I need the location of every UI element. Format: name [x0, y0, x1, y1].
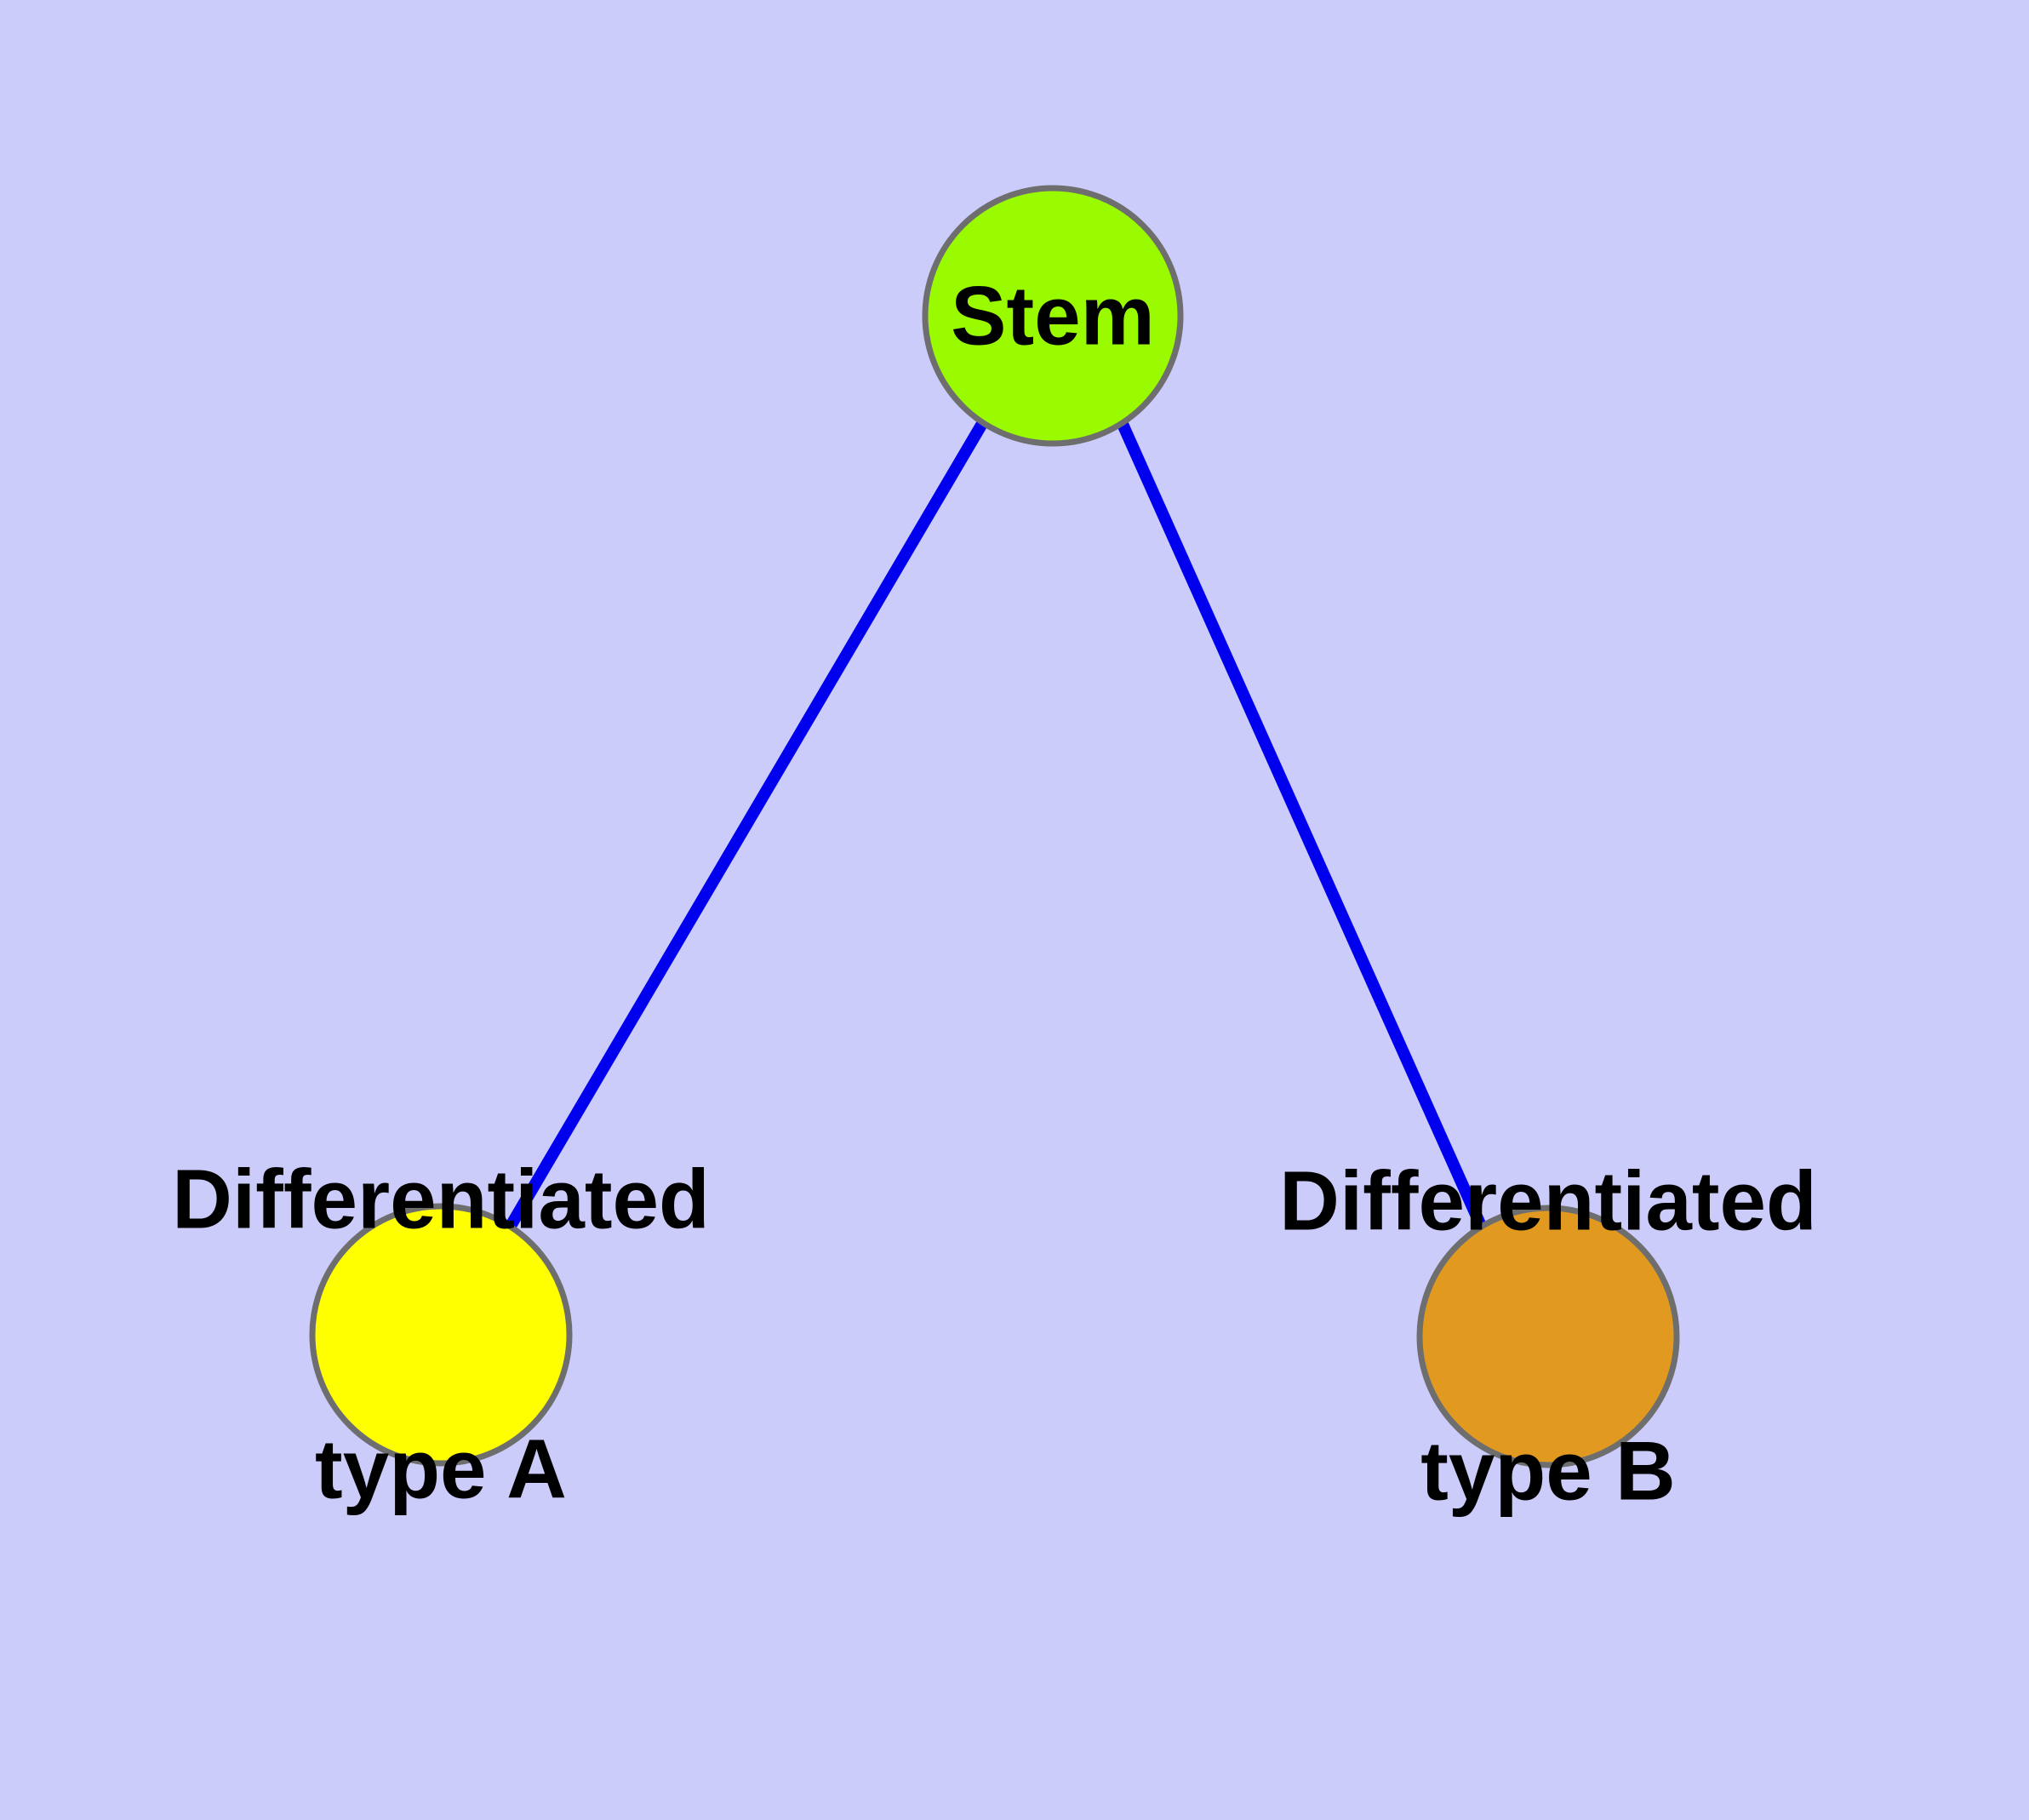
node-type-a[interactable]: [309, 1203, 573, 1467]
edge-stem-to-type-a[interactable]: [505, 419, 989, 1229]
node-type-b[interactable]: [1416, 1205, 1680, 1468]
edge-stem-to-type-b[interactable]: [1116, 420, 1487, 1228]
node-stem[interactable]: [922, 185, 1184, 447]
